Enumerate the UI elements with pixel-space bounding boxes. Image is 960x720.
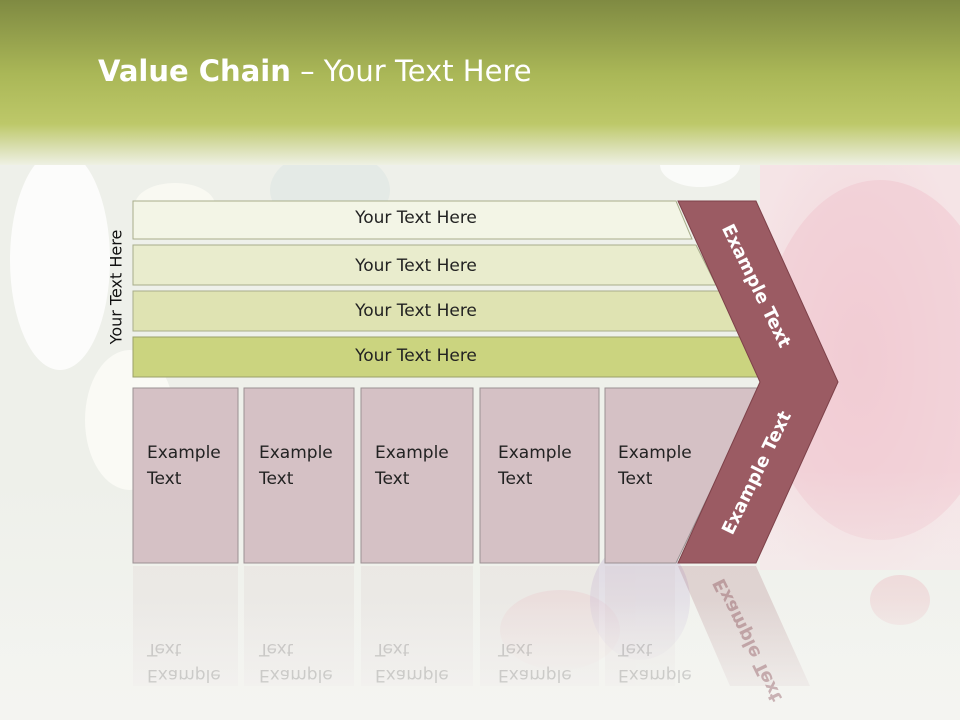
row-label-4: Your Text Here	[355, 346, 477, 366]
box-2-line-1: Example	[259, 443, 333, 463]
row-label-3: Your Text Here	[355, 301, 477, 321]
box-5-line-2: Text	[618, 469, 653, 489]
row-label-2: Your Text Here	[355, 256, 477, 276]
row-bar-1	[132, 200, 693, 240]
example-box-4	[479, 387, 600, 564]
box-4-line-1: Example	[498, 443, 572, 463]
title-rest: – Your Text Here	[290, 54, 532, 88]
box-5-line-1: Example	[618, 443, 692, 463]
box-1-line-1: Example	[147, 443, 221, 463]
example-box-1	[132, 387, 239, 564]
side-label-text: Your Text Here	[106, 229, 126, 345]
box-3-line-2: Text	[375, 469, 410, 489]
box-3-line-1: Example	[375, 443, 449, 463]
box-4-line-2: Text	[498, 469, 533, 489]
example-box-5	[604, 387, 761, 564]
chevron-arrow	[677, 200, 839, 564]
box-2-line-2: Text	[259, 469, 294, 489]
box-1-line-2: Text	[147, 469, 182, 489]
slide-title: Value Chain – Your Text Here	[98, 54, 532, 88]
example-box-3	[360, 387, 474, 564]
row-label-1: Your Text Here	[355, 208, 477, 228]
example-box-2	[243, 387, 355, 564]
title-bold: Value Chain	[98, 54, 291, 88]
